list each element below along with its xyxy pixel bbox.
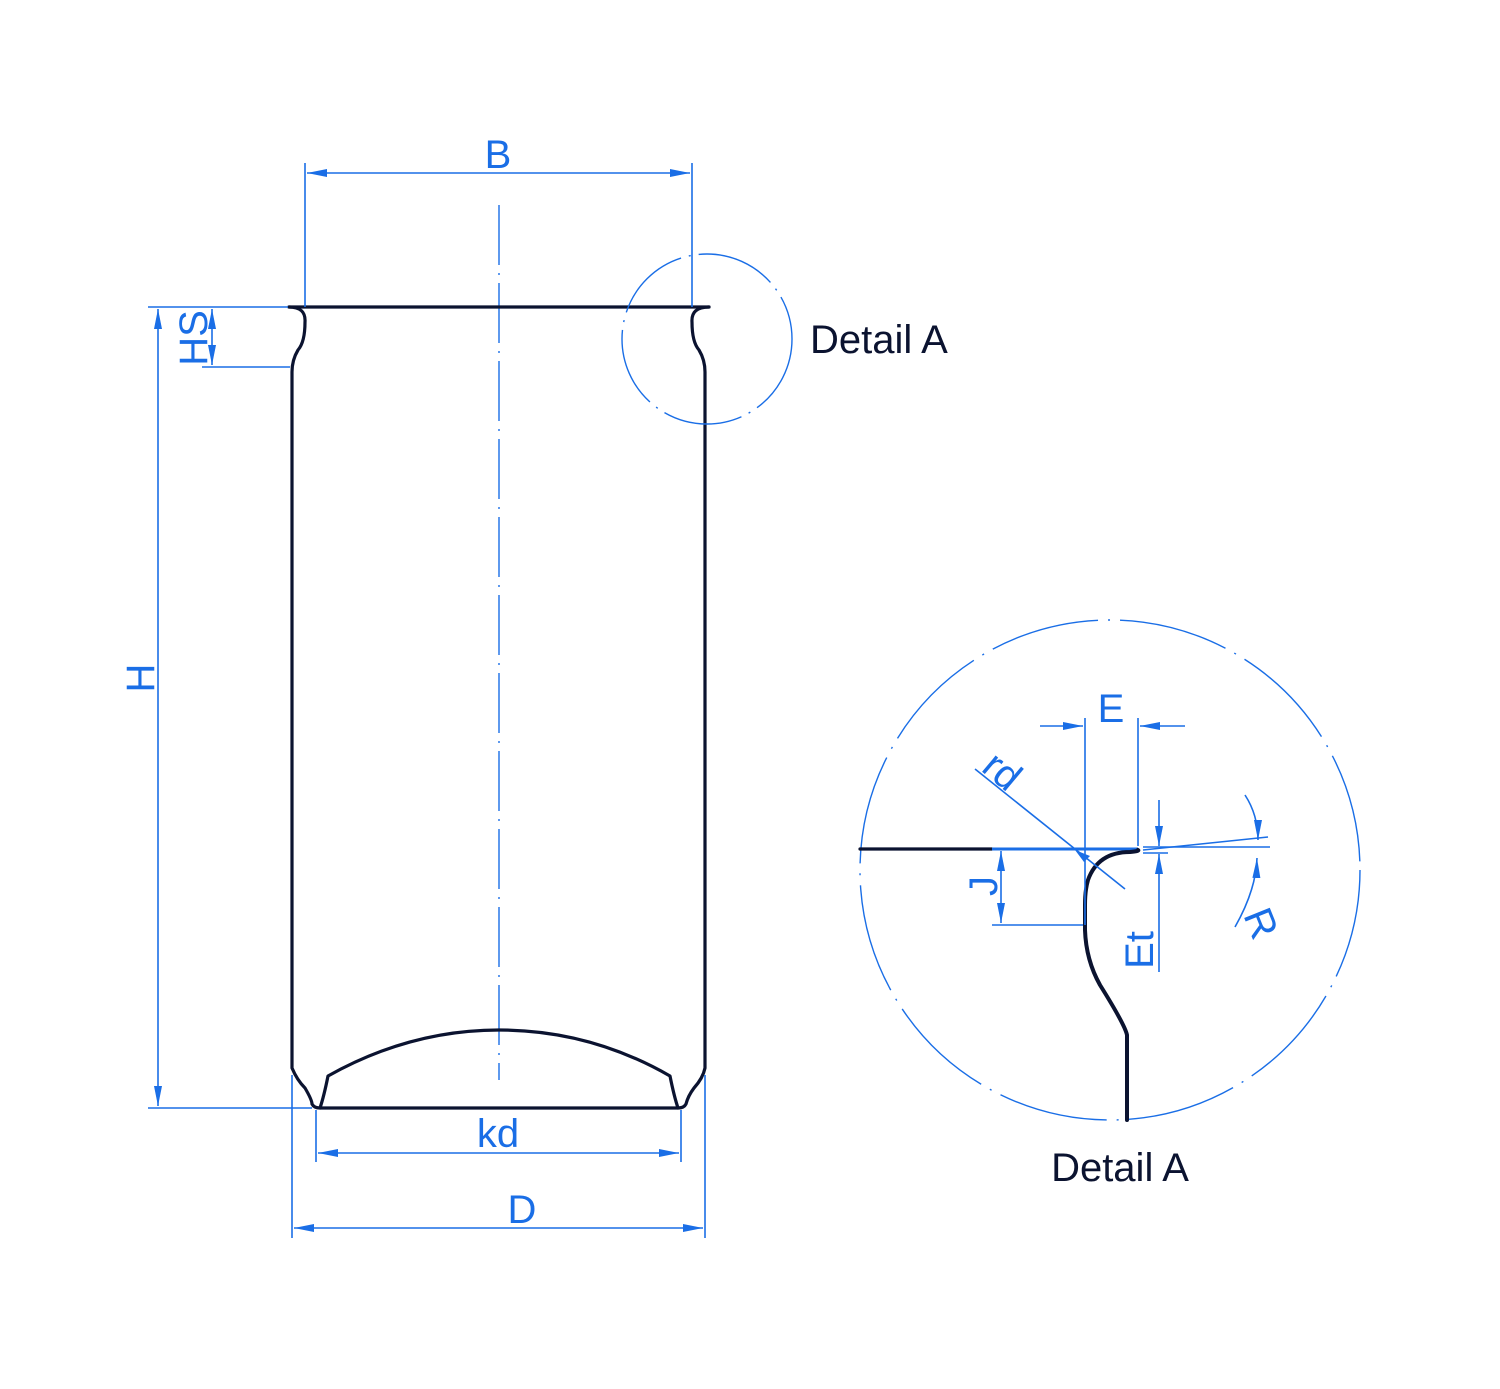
dimension-kd: kd — [315, 1110, 682, 1162]
label-B: B — [485, 133, 512, 177]
dimension-HS: HS — [172, 309, 290, 368]
label-rd: rd — [974, 743, 1030, 800]
dimension-B: B — [304, 133, 693, 307]
label-R: R — [1235, 902, 1287, 945]
label-HS: HS — [172, 310, 216, 366]
detail-a-view: E rd J Et R — [858, 619, 1361, 1122]
dimension-H: H — [119, 306, 312, 1109]
label-J: J — [962, 876, 1006, 896]
label-D: D — [508, 1188, 537, 1232]
detail-circle — [621, 253, 793, 425]
label-Et: Et — [1118, 931, 1162, 969]
label-kd: kd — [477, 1112, 519, 1156]
label-H: H — [119, 664, 163, 693]
dimension-D: D — [291, 1075, 706, 1238]
can-body — [287, 305, 711, 1110]
label-E: E — [1098, 687, 1125, 731]
detail-a-callout: Detail A — [810, 318, 948, 362]
detail-a-title: Detail A — [1051, 1146, 1189, 1190]
